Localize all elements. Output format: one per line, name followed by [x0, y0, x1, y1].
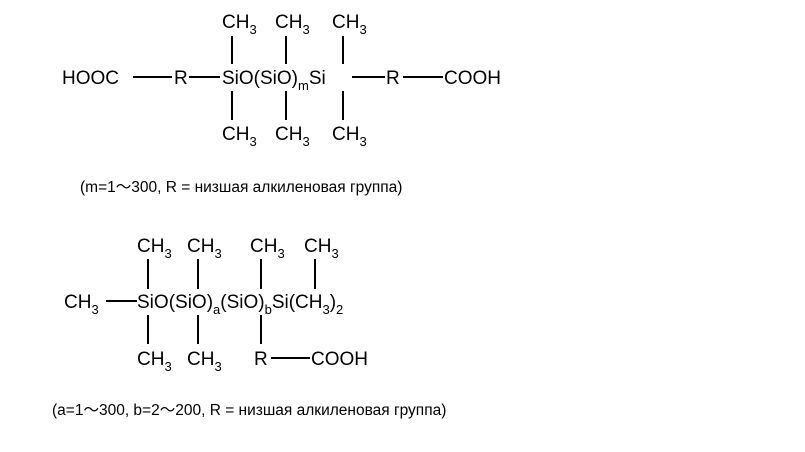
formula1-chain: SiO(SiO)mSi	[222, 68, 326, 93]
formula2-top-ch3-c: CH3	[250, 236, 285, 261]
formula1-bottom-ch3-c: CH3	[332, 124, 367, 149]
formula1-r-left: R	[174, 68, 188, 89]
formula1-top-ch3-a: CH3	[222, 12, 257, 37]
formula1-right-group: COOH	[444, 68, 501, 89]
formula2-left-ch3: CH3	[64, 292, 99, 317]
formula2-bottom-ch3-a: CH3	[137, 349, 172, 374]
formula-1: CH3 CH3 CH3 HOOC R SiO(SiO)mSi R COOH CH…	[62, 12, 501, 196]
formula2-top-ch3-b: CH3	[187, 236, 222, 261]
formula2-bottom-cooh: COOH	[311, 349, 368, 370]
formula-2: CH3 CH3 CH3 CH3 CH3 SiO(SiO)a(SiO)bSi(CH…	[52, 236, 446, 419]
formula2-bottom-r: R	[254, 349, 268, 370]
formula1-caption: (m=1～300, R = низшая алкиленовая группа)	[80, 179, 402, 196]
formula1-r-right: R	[386, 68, 400, 89]
formula1-top-ch3-c: CH3	[332, 12, 367, 37]
formula1-left-group: HOOC	[62, 68, 119, 89]
formula2-caption: (a=1～300, b=2～200, R = низшая алкиленова…	[52, 402, 446, 419]
formula1-bottom-ch3-a: CH3	[222, 124, 257, 149]
formula1-top-ch3-b: CH3	[275, 12, 310, 37]
formula1-bottom-ch3-b: CH3	[275, 124, 310, 149]
formula2-chain: SiO(SiO)a(SiO)bSi(CH3)2	[137, 292, 343, 317]
formula2-bottom-ch3-b: CH3	[187, 349, 222, 374]
formula2-top-ch3-a: CH3	[137, 236, 172, 261]
formula2-top-ch3-d: CH3	[304, 236, 339, 261]
